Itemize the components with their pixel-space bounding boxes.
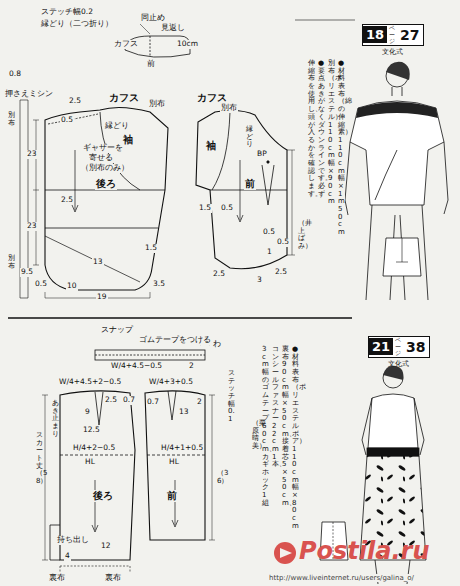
piece-name: 後ろ (92, 490, 114, 502)
dimension-label: ギャザーを (82, 144, 124, 153)
piece-name: 前 (166, 490, 178, 502)
vertical-note: 縁どり (246, 126, 253, 149)
dimension-label: 同止め (140, 14, 166, 23)
piece-name: 前 (244, 178, 256, 190)
dimension-label: W/4+3+0.5 (148, 378, 194, 387)
dimension-label: 3.5 (152, 280, 166, 289)
dimension-label: カフス (113, 40, 139, 49)
page-number-box: 21ページ38文化式 (368, 336, 430, 369)
vertical-note: 3cm幅のゴムテープ60cm、カギホック1組 (262, 346, 269, 507)
dimension-label: 12.5 (82, 426, 101, 435)
vertical-note: 別布 (8, 112, 15, 127)
vertical-note: （栗原晴美） (252, 420, 259, 451)
piece-name: カフス (108, 92, 140, 104)
page-number: 21 (369, 338, 393, 355)
dimension-label: 9 (84, 408, 91, 417)
dimension-label: 0.5 (34, 280, 48, 289)
dimension-label: 2 (188, 362, 195, 371)
page-number: 27 (397, 27, 422, 43)
dimension-label: 裏布 (104, 574, 122, 583)
dimension-label: 0.7 (146, 398, 160, 407)
vertical-note: 別布 (8, 255, 15, 270)
watermark: Postila.ru (298, 538, 431, 566)
page-number: ページ (387, 25, 397, 45)
dimension-label: 0.5 (262, 228, 276, 237)
dimension-label: 別布 (220, 104, 238, 113)
dimension-label: 1 (266, 248, 273, 257)
dimension-label: 10cm (176, 40, 199, 49)
vertical-note: ●材料 表布（綿の伸縮素）110cm幅×1m50cm (338, 60, 345, 237)
page-number: 18 (363, 26, 387, 43)
dimension-label: 見返し (160, 24, 186, 33)
dimension-label: 2.5 (212, 270, 226, 279)
dimension-label: 19 (96, 293, 108, 302)
vertical-note: ステッチ幅0.1 (228, 370, 235, 424)
page-number: 38 (403, 339, 428, 355)
dimension-label: 押さえミシン (4, 90, 54, 99)
dimension-label: 3 (256, 276, 263, 285)
dimension-label: スナップ (100, 326, 134, 335)
vertical-note: あき止まり (52, 400, 59, 438)
dimension-label: 13 (92, 258, 104, 267)
dimension-label: 0.5 (276, 238, 290, 247)
piece-name: 袖 (205, 140, 217, 152)
dimension-label: 13 (178, 408, 190, 417)
dimension-label: 前 (146, 60, 156, 69)
dimension-label: 23 (26, 222, 38, 231)
dimension-label: 裏布 (48, 574, 66, 583)
dimension-label: H/4+2−0.5 (72, 444, 116, 453)
dimension-label: 2.5 (274, 268, 288, 277)
dimension-label: W/4+4.5+2−0.5 (58, 378, 122, 387)
vertical-note: （36） (217, 470, 224, 485)
dimension-label: わ (212, 340, 222, 349)
vertical-note: （井上ばみ） (298, 220, 305, 251)
method-name: 文化式 (388, 359, 409, 369)
method-name: 文化式 (382, 47, 403, 57)
dimension-label: ゴムテープをつける (138, 336, 212, 345)
dimension-label: W/4+4.5−0.5 (110, 362, 163, 371)
dimension-label: 12 (100, 542, 112, 551)
dimension-label: H/4+1+0.5 (160, 444, 204, 453)
dimension-label: 2.5 (60, 196, 74, 205)
dimension-label: 4 (64, 552, 71, 561)
dimension-label: 0.5 (220, 204, 234, 213)
dimension-label: 23 (26, 150, 38, 159)
dimension-label: BP (256, 150, 268, 159)
dimension-label: 寄せる (88, 154, 114, 163)
vertical-note: ●要点 あきがなくダウンラインです。必ず (318, 60, 325, 198)
dimension-label: 2.5 (104, 396, 118, 405)
dimension-label: HL (84, 458, 96, 467)
dimension-label: 持ち出し (56, 536, 90, 545)
dimension-label: 縁どり（二つ折り） (40, 20, 114, 29)
dimension-label: 別布 (148, 100, 166, 109)
dimension-label: 2 (196, 398, 203, 407)
dimension-label: 1.5 (198, 204, 212, 213)
dimension-label: 10 (66, 282, 78, 291)
dimension-label: 9.5 (20, 268, 34, 277)
dimension-label: 0.5 (60, 116, 74, 125)
vertical-note: コンシールファスナー22cm1本、 (272, 346, 279, 469)
dimension-label: （別布のみ） (80, 164, 130, 173)
vertical-note: スカート丈（58） (36, 432, 43, 486)
page-number-box: 18ページ27文化式 (362, 24, 424, 57)
dimension-label: 縁どり (104, 122, 130, 131)
page-box-frame: 18ページ27 (362, 24, 424, 46)
dimension-label: 1.5 (144, 244, 158, 253)
dimension-label: ステッチ幅0.2 (40, 8, 94, 17)
dimension-label: 0.8 (8, 70, 22, 79)
dimension-label: HL (168, 458, 180, 467)
dimension-label: 2.5 (68, 97, 82, 106)
page-box-frame: 21ページ38 (368, 336, 430, 358)
vertical-note: 伸縮布を使用し、頭が入るかを確認します。 (308, 60, 315, 198)
watermark-url: http://www.liveinternet.ru/users/galina_… (268, 574, 415, 582)
piece-name: 後ろ (95, 178, 117, 190)
dimension-label: 0.7 (122, 396, 136, 405)
piece-name: カフス (196, 92, 228, 104)
vertical-note: 裏布90cm幅×50cm、接着芯5×50cm、 (282, 346, 289, 507)
page-number: ページ (393, 337, 403, 357)
vertical-note: 別布（ポリエステル）110cm幅×90cm (328, 60, 335, 206)
vertical-note: ●材料 表布（ポリエステル ボア）110cm幅×80cm (292, 346, 299, 531)
